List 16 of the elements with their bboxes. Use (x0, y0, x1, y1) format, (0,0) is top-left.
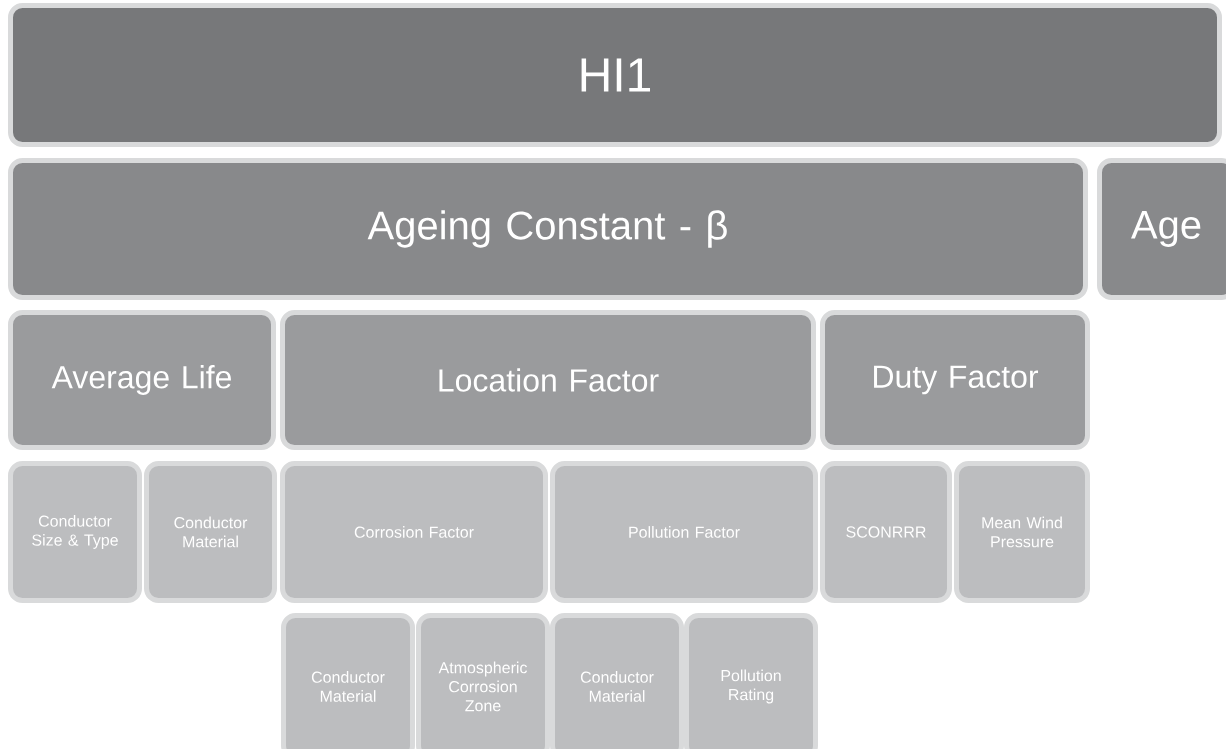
factor-box: Conductor Material (550, 613, 684, 749)
factor-box: Location Factor (280, 310, 816, 450)
factor-box: Atmospheric Corrosion Zone (416, 613, 550, 749)
factor-box: Conductor Material (281, 613, 415, 749)
index-bar: HI1 (8, 3, 1222, 147)
factor-box: Corrosion Factor (280, 461, 548, 603)
factor-box: SCONRRR (820, 461, 952, 603)
factor-box: Mean Wind Pressure (954, 461, 1090, 603)
factor-box: Age (1097, 158, 1226, 300)
factor-box: Average Life (8, 310, 276, 450)
factor-box: Pollution Factor (550, 461, 818, 603)
factor-box: Pollution Rating (684, 613, 818, 749)
factor-box: Ageing Constant - β (8, 158, 1088, 300)
factor-box: Conductor Size & Type (8, 461, 142, 603)
factor-box: Duty Factor (820, 310, 1090, 450)
factor-box: Conductor Material (144, 461, 277, 603)
